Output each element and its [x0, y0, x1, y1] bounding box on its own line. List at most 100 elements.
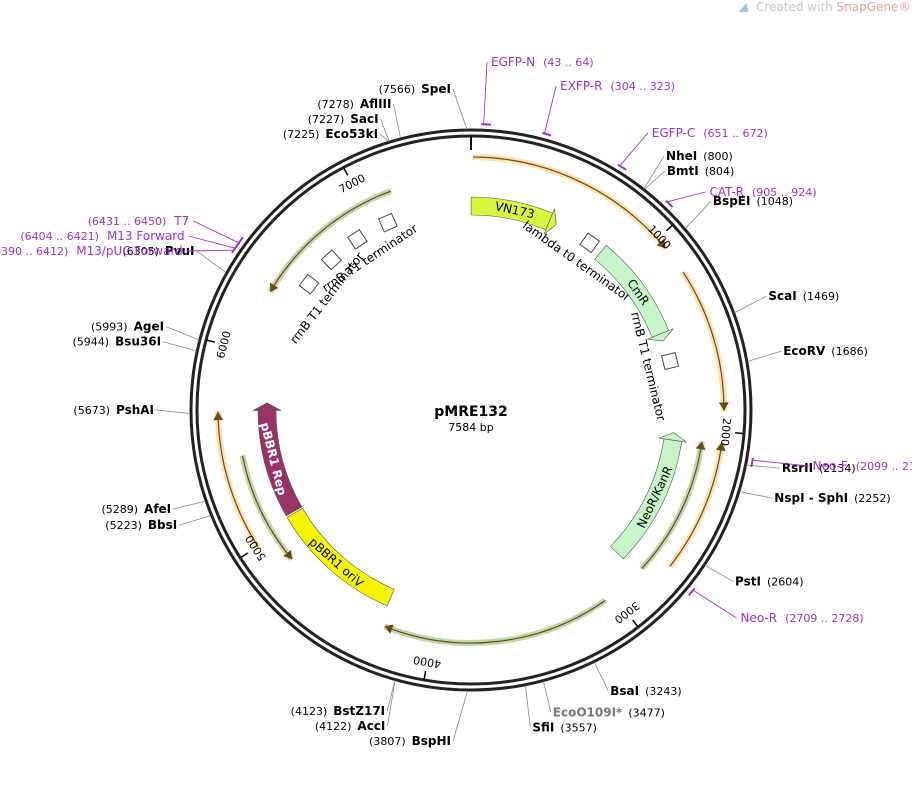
site-name: BspEI	[713, 194, 751, 208]
site-name: AfeI	[144, 502, 171, 516]
primer-range: (43 .. 64)	[543, 56, 594, 69]
orf-arrowhead	[283, 549, 292, 560]
restriction-site-label: NheI(800)	[666, 149, 733, 163]
restriction-site-label: BspEI (1048)	[713, 194, 793, 208]
primer-leader-line	[188, 235, 235, 249]
site-leader-line	[393, 103, 401, 139]
site-position: (7225)	[283, 128, 320, 141]
terminator-box	[320, 249, 343, 271]
feature-body	[610, 438, 683, 560]
primer-leader-line	[483, 61, 488, 124]
tick-label: 3000	[612, 599, 642, 626]
restriction-site-label: RsrII(2134)	[782, 461, 856, 475]
site-leader-line	[155, 409, 191, 414]
primer-range: (6431 .. 6450)	[88, 215, 167, 228]
feature-arrowhead	[658, 432, 687, 443]
primer-leader-line	[193, 220, 239, 243]
primer-range: (905 .. 924)	[752, 186, 817, 199]
orf-arrow	[269, 190, 392, 293]
site-leader-line	[173, 500, 206, 510]
primer-label: EXFP-R(304 .. 323)	[560, 79, 675, 93]
watermark-prefix: Created with	[756, 0, 837, 14]
terminator-box	[579, 232, 601, 254]
restriction-site-label: (5944)Bsu36I	[73, 335, 162, 349]
site-leader-line	[524, 685, 531, 728]
site-leader-line	[704, 565, 734, 582]
primer-label: Neo-F (2099 .. 2118)	[813, 459, 912, 473]
site-position: (2604)	[767, 575, 804, 588]
feature-arrowhead	[647, 328, 674, 342]
tick-mark	[665, 224, 674, 232]
backbone-layer	[189, 128, 753, 692]
restriction-site-label: (4122)AccI	[315, 719, 386, 733]
site-position: (5944)	[73, 336, 110, 349]
terminator-box	[346, 228, 368, 250]
orf-arrow	[669, 442, 723, 567]
site-position: (1469)	[803, 290, 840, 303]
primer-range: (304 .. 323)	[610, 80, 675, 93]
watermark: Created with SnapGene®	[738, 0, 912, 16]
site-name: AgeI	[134, 320, 164, 334]
primer-name: Neo-R	[741, 611, 778, 625]
orf-arrowhead	[213, 411, 224, 421]
tick-mark	[423, 670, 427, 681]
site-name: PstI	[735, 574, 761, 588]
terminator-box	[660, 351, 680, 371]
site-name: EcoRV	[783, 344, 826, 358]
primer-label: EGFP-C(651 .. 672)	[652, 126, 768, 140]
site-leader-line	[386, 680, 396, 712]
site-position: (1048)	[756, 195, 793, 208]
primer-name: T7	[173, 214, 189, 228]
primer-label: (6431 .. 6450) T7	[88, 214, 190, 228]
site-position: (5223)	[105, 519, 142, 532]
feature-arrowhead	[543, 208, 557, 235]
site-name: Eco53kI	[325, 127, 378, 141]
watermark-reg: ®	[898, 0, 911, 14]
feature-label: pBBR1 oriV	[306, 535, 367, 591]
restriction-site-label: (6305)PvuI	[122, 244, 194, 258]
restriction-site-label: (5673)PshAI	[73, 403, 154, 417]
primer-leader-line	[544, 85, 557, 133]
site-position: (5289)	[101, 503, 138, 516]
primer-name: Neo-F	[813, 459, 848, 473]
primer-range: (2709 .. 2728)	[785, 612, 864, 625]
site-leader-line	[452, 88, 468, 130]
site-leader-line	[644, 170, 666, 190]
restriction-site-label: (7225) Eco53kI	[283, 127, 378, 141]
orf-arrow	[241, 455, 293, 560]
orf-arrow	[217, 411, 259, 547]
orf-arrowhead	[695, 441, 706, 451]
site-name: NheI	[666, 149, 697, 163]
site-name: SpeI	[421, 82, 451, 96]
site-position: (804)	[705, 165, 735, 178]
primer-layer: EGFP-N(43 .. 64)EXFP-R(304 .. 323)EGFP-C…	[0, 55, 912, 625]
restriction-site-label: (3807)BspHI	[369, 734, 451, 748]
primer-name: EGFP-C	[652, 126, 695, 140]
site-position: (3557)	[560, 721, 597, 734]
tick-mark	[205, 339, 215, 343]
site-leader-line	[734, 295, 767, 314]
primer-leader-line	[753, 459, 809, 467]
site-leader-line	[685, 200, 712, 229]
site-leader-line	[739, 491, 773, 499]
restriction-site-label: (5289) AfeI	[101, 502, 171, 516]
restriction-site-label: EcoO109I*(3477)	[553, 705, 665, 719]
tick-label: 1000	[645, 223, 674, 252]
feature-body	[286, 507, 395, 607]
restriction-site-label: EcoRV(1686)	[783, 344, 868, 358]
primer-range: (6390 .. 6412)	[0, 245, 68, 258]
site-leader-line	[747, 350, 782, 362]
primer-range: (2099 .. 2118)	[856, 460, 912, 473]
orf-arrowhead	[656, 238, 666, 249]
site-name: BsaI	[610, 684, 639, 698]
primer-leader-line	[186, 249, 233, 252]
orf-arrow	[384, 599, 606, 644]
primer-label: CAT-R(905 .. 924)	[709, 185, 816, 199]
site-name: BspHI	[412, 734, 451, 748]
primer-label: (6404 .. 6421)M13 Forward	[20, 229, 184, 243]
restriction-site-label: NspI - SphI(2252)	[774, 491, 890, 505]
primer-name: M13/pUC Forward	[76, 244, 183, 258]
orf-arrow	[682, 271, 725, 411]
site-name: EcoO109I*	[553, 705, 623, 719]
